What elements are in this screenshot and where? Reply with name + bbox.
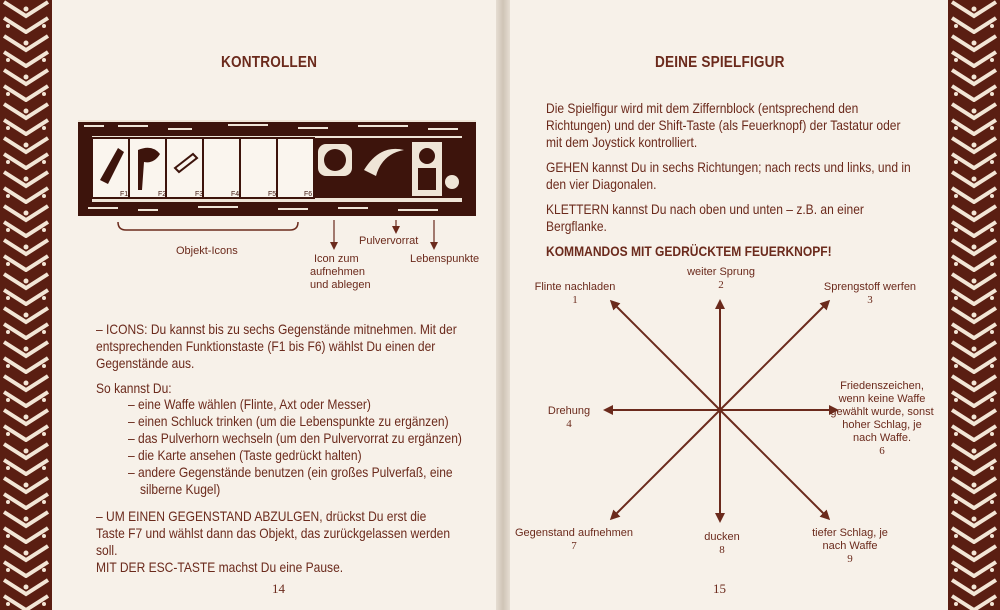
arrow-up-right: [719, 299, 831, 411]
dir-7-number: 7: [571, 540, 577, 552]
arrow-down-left: [609, 409, 721, 521]
book-gutter: [496, 0, 510, 610]
list-item-2: – einen Schluck trinken (um die Lebenspu…: [128, 413, 449, 429]
list-item-1: – eine Waffe wählen (Flinte, Axt oder Me…: [128, 396, 371, 412]
dir-7-label: Gegenstand aufnehmen: [514, 527, 634, 539]
list-item-5b: silberne Kugel): [140, 481, 221, 497]
dir-6-line-4: hoher Schlag, je: [842, 419, 922, 431]
right-ornamental-border: [948, 0, 1000, 610]
dir-4-number: 4: [566, 418, 572, 430]
dir-1-label: Flinte nachladen: [534, 281, 616, 293]
dir-3-label: Sprengstoff werfen: [823, 281, 917, 293]
kommandos-heading: KOMMANDOS MIT GEDRÜCKTEM FEUERKNOPF!: [546, 243, 832, 259]
icons-line-2: entsprechenden Funktionstaste (F1 bis F6…: [96, 338, 436, 354]
para3-line-2: Bergflanke.: [546, 218, 607, 234]
slot-key-f3: F3: [195, 191, 203, 198]
list-item-3: – das Pulverhorn wechseln (um den Pulver…: [128, 430, 462, 446]
slot-key-f1: F1: [120, 191, 128, 198]
dir-8-label: ducken: [704, 531, 740, 543]
esc-line: MIT DER ESC-TASTE machst Du eine Pause.: [96, 559, 344, 575]
page-number-14: 14: [272, 581, 285, 596]
arrow-down-right: [719, 409, 831, 521]
inventory-strip-illustration: F1 F2 F3 F4 F5 F6: [78, 120, 476, 216]
label-pulvervorrat: Pulvervorrat: [359, 235, 419, 247]
dir-4-label: Drehung: [547, 405, 591, 417]
dir-9-line-1: tiefer Schlag, je: [812, 527, 888, 539]
dir-6-line-3: gewählt wurde, sonst: [830, 406, 934, 418]
page-title-deine-spielfigur: DEINE SPIELFIGUR: [655, 54, 785, 71]
arrow-up-left: [609, 299, 721, 411]
slot-key-f6: F6: [304, 191, 312, 198]
slot-key-f4: F4: [231, 191, 239, 198]
page-title-kontrollen: KONTROLLEN: [221, 54, 318, 71]
dir-3-number: 3: [867, 294, 873, 306]
label-icon-zum: Icon zum: [314, 253, 359, 265]
para2-line-1: GEHEN kannst Du in sechs Richtungen; nac…: [546, 159, 911, 175]
para1-line-3: mit dem Joystick kontrolliert.: [546, 134, 698, 150]
dir-6-number: 6: [879, 445, 885, 457]
para3-line-1: KLETTERN kannst Du nach oben und unten –…: [546, 201, 864, 217]
callout-lines: [117, 220, 438, 250]
para1-line-1: Die Spielfigur wird mit dem Ziffernblock…: [546, 100, 859, 116]
dir-6-line-2: wenn keine Waffe: [838, 393, 926, 405]
dir-8-number: 8: [719, 544, 725, 556]
dir-9-line-2: nach Waffe: [822, 540, 878, 552]
abzulegen-line-2: Taste F7 und wählst dann das Objekt, das…: [96, 525, 451, 541]
dir-1-number: 1: [572, 294, 578, 306]
direction-diagram: [603, 299, 839, 523]
page-number-15: 15: [713, 581, 726, 596]
abzulegen-line-3: soll.: [96, 542, 118, 558]
list-item-4: – die Karte ansehen (Taste gedrückt halt…: [128, 447, 362, 463]
dir-6-line-1: Friedenszeichen,: [840, 380, 924, 392]
dir-6-line-5: nach Waffe.: [852, 432, 912, 444]
list-item-5a: – andere Gegenstände benutzen (ein große…: [128, 464, 453, 480]
dir-2-label: weiter Sprung: [687, 266, 755, 278]
dir-9-number: 9: [847, 553, 853, 565]
dir-2-number: 2: [718, 279, 724, 291]
para1-line-2: Richtungen) und der Shift-Taste (als Feu…: [546, 117, 901, 133]
slot-key-f2: F2: [158, 191, 166, 198]
so-kannst-du: So kannst Du:: [96, 380, 172, 396]
page-15: [510, 0, 948, 610]
label-aufnehmen: aufnehmen: [310, 266, 366, 278]
label-objekt-icons: Objekt-Icons: [176, 245, 238, 257]
para2-line-2: den vier Diagonalen.: [546, 176, 657, 192]
icons-line-1: – ICONS: Du kannst bis zu sechs Gegenstä…: [96, 321, 457, 337]
left-ornamental-border: [0, 0, 52, 610]
icons-line-3: Gegenstände aus.: [96, 355, 195, 371]
slot-key-f5: F5: [268, 191, 276, 198]
abzulegen-line-1: – UM EINEN GEGENSTAND ABZULGEN, drückst …: [96, 508, 427, 524]
label-und-ablegen: und ablegen: [310, 279, 371, 291]
page-14: [52, 0, 496, 610]
label-lebenspunkte: Lebenspunkte: [410, 253, 480, 265]
